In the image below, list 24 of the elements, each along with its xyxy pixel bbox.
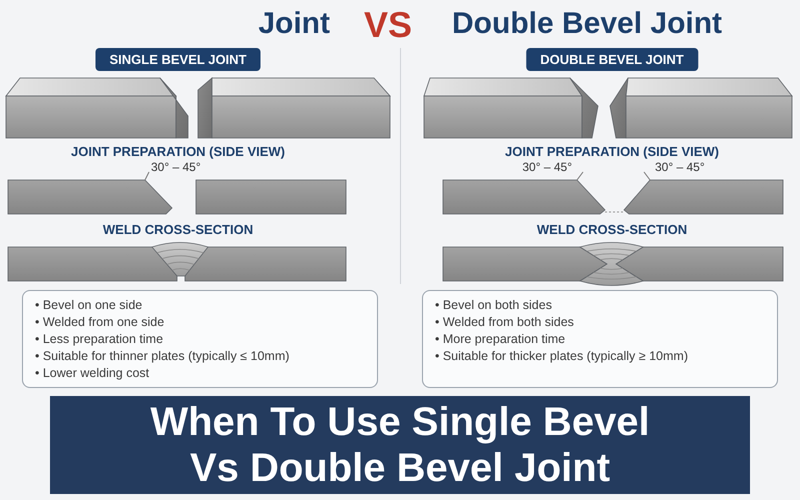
- bullet-point: • Welded from one side: [35, 314, 164, 331]
- bullet-point: • Lower welding cost: [35, 365, 150, 382]
- feature-list-panel: [422, 290, 778, 388]
- angle-label: 30° – 45°: [522, 160, 572, 174]
- heading-text: Joint: [258, 6, 330, 42]
- section-label: JOINT PREPARATION (SIDE VIEW): [70, 144, 286, 160]
- angle-label: 30° – 45°: [655, 160, 705, 174]
- bullet-point: • More preparation time: [435, 331, 566, 348]
- section-label: WELD CROSS-SECTION: [536, 222, 688, 238]
- feature-list-panel: [22, 290, 378, 388]
- bullet-point: • Suitable for thicker plates (typically ≥ 10mm): [435, 348, 688, 365]
- section-title-tag: DOUBLE BEVEL JOINT: [526, 48, 698, 71]
- bullet-point: • Bevel on one side: [35, 297, 142, 314]
- section-title-tag: SINGLE BEVEL JOINT: [96, 48, 260, 71]
- bullet-point: • Bevel on both sides: [435, 297, 552, 314]
- section-label: JOINT PREPARATION (SIDE VIEW): [504, 144, 720, 160]
- bullet-point: • Suitable for thinner plates (typically ≤ 10mm): [35, 348, 290, 365]
- heading-text: Double Bevel Joint: [452, 6, 722, 42]
- section-label: WELD CROSS-SECTION: [102, 222, 254, 238]
- bullet-point: • Less preparation time: [35, 331, 164, 348]
- angle-label: 30° – 45°: [151, 160, 201, 174]
- title-banner: When To Use Single Bevel Vs Double Bevel Joint: [50, 396, 750, 494]
- bullet-point: • Welded from both sides: [435, 314, 574, 331]
- versus-text: VS: [364, 3, 412, 46]
